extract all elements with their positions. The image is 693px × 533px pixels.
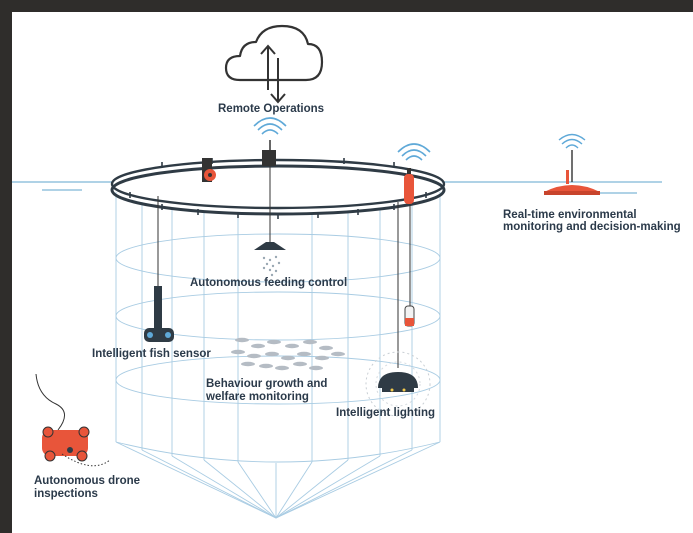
feeder-device <box>254 242 286 277</box>
wifi-icon <box>397 143 431 161</box>
aquaculture-diagram <box>12 24 662 519</box>
fish-sensor-device <box>144 286 174 342</box>
label-remote-operations: Remote Operations <box>218 103 325 115</box>
label-environmental-monitoring-line1: Real-time environmental <box>503 209 637 221</box>
upload-arrow-icon <box>260 44 276 90</box>
label-drone-line1: Autonomous drone <box>34 475 141 487</box>
environment-buoy <box>544 150 600 195</box>
label-behaviour-line2: welfare monitoring <box>206 391 309 403</box>
download-arrow-icon <box>270 58 286 104</box>
fish-school <box>231 337 345 371</box>
label-drone-line2: inspections <box>34 488 98 500</box>
label-behaviour-line1: Behaviour growth and <box>206 378 328 390</box>
underwater-drone <box>35 373 111 467</box>
lighting-device <box>365 351 431 417</box>
winch-device <box>202 158 216 182</box>
wifi-icon <box>253 117 287 135</box>
label-feeding-control: Autonomous feeding control <box>190 277 348 289</box>
hub-device <box>262 140 276 166</box>
wifi-icon <box>558 133 586 149</box>
hanging-sensor <box>404 305 415 327</box>
label-environmental-monitoring-line2: monitoring and decision-making <box>503 221 681 233</box>
label-intelligent-lighting: Intelligent lighting <box>336 407 436 419</box>
label-fish-sensor: Intelligent fish sensor <box>92 348 211 360</box>
floating-collar <box>110 158 446 219</box>
collar-buoy <box>404 168 414 204</box>
device-cables <box>157 164 411 368</box>
cloud-icon <box>224 24 324 82</box>
diagram-frame: Remote Operations Real-time environmenta… <box>12 12 693 533</box>
